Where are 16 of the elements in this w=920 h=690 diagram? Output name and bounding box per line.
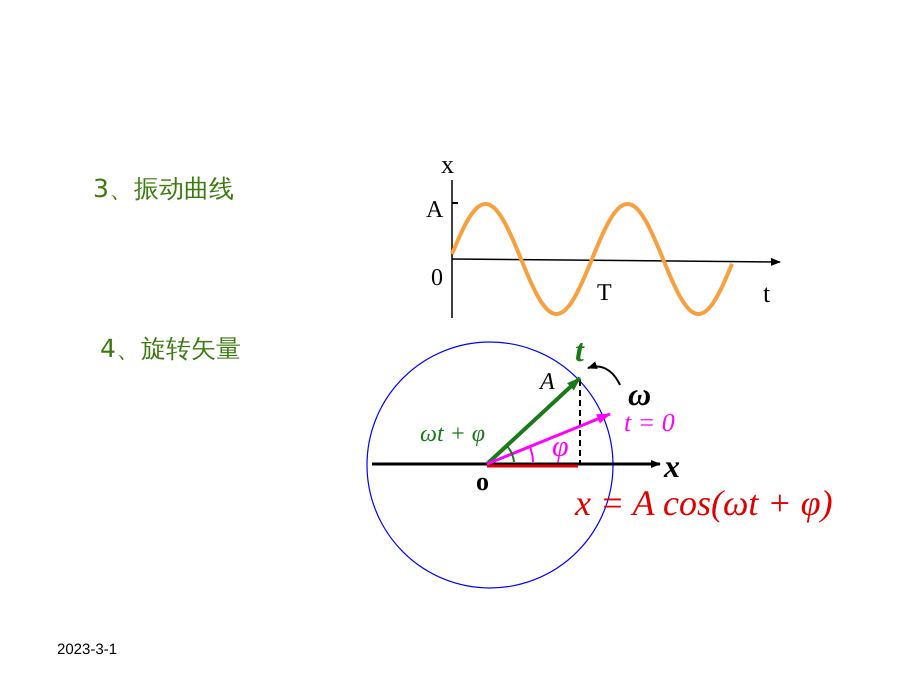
axis-label: A — [426, 198, 444, 222]
angular-velocity-label: ω — [628, 378, 652, 410]
date-footer: 2023-3-1 — [57, 642, 118, 657]
initial-time-label: t = 0 — [624, 410, 675, 436]
axis-label: T — [597, 281, 612, 305]
axis-label: x — [441, 152, 454, 178]
axis-label: 0 — [431, 266, 443, 290]
axis-label: t — [763, 281, 770, 307]
section-heading: 3、振动曲线 — [93, 176, 234, 201]
section-heading: 4、旋转矢量 — [100, 336, 241, 361]
origin-label: o — [476, 469, 489, 495]
vector-label: A⃗ — [540, 370, 574, 394]
time-label: t — [575, 334, 584, 366]
initial-phase-label: φ — [552, 432, 569, 462]
axis-label: x — [664, 450, 680, 482]
phase-label: ωt + φ — [420, 422, 486, 446]
